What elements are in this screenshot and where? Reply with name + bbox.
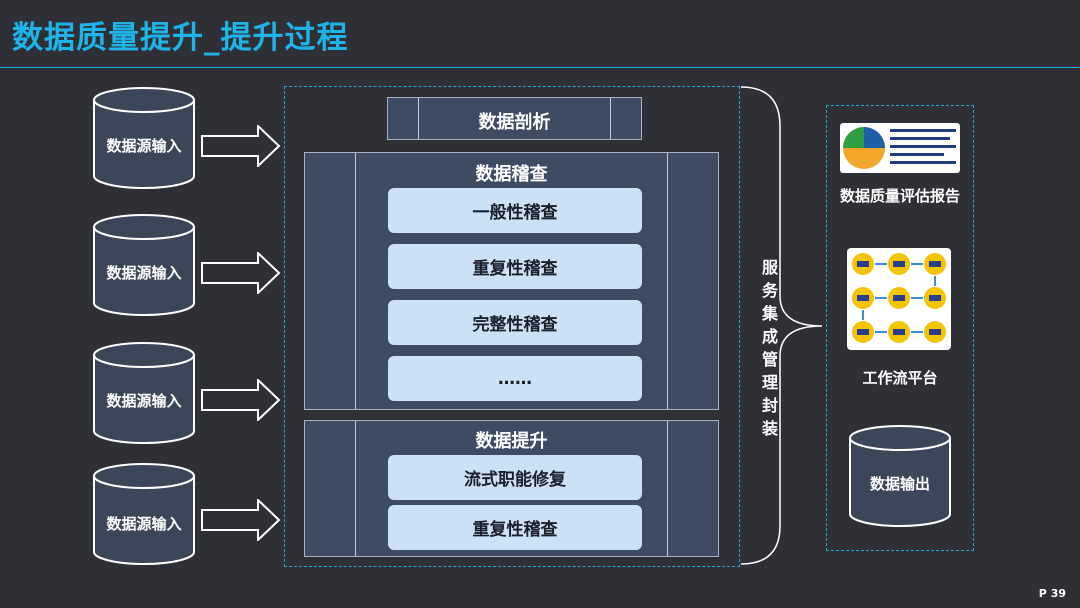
database-icon <box>93 463 195 565</box>
data-source-label: 数据源输入 <box>106 264 182 282</box>
panel-divider-right <box>667 153 718 409</box>
data-source-cylinder-2: 数据源输入 <box>92 213 196 317</box>
data-source-label: 数据源输入 <box>106 515 182 533</box>
panel-divider-left <box>388 98 419 139</box>
data-source-cylinder-3: 数据源输入 <box>92 341 196 445</box>
data-source-cylinder-1: 数据源输入 <box>92 86 196 190</box>
report-chart-icon <box>840 123 960 173</box>
data-output-cylinder: 数据输出 <box>848 424 952 528</box>
panel-divider-right <box>667 421 718 556</box>
database-icon <box>93 342 195 444</box>
data-source-label: 数据源输入 <box>106 137 182 155</box>
database-icon <box>93 87 195 189</box>
right-arrow-icon <box>201 125 281 167</box>
audit-panel: 数据稽查 一般性稽查 重复性稽查 完整性稽查 …… <box>304 152 719 410</box>
improve-item: 重复性稽查 <box>388 505 642 550</box>
database-icon <box>93 214 195 316</box>
audit-title: 数据稽查 <box>475 164 548 185</box>
workflow-icon <box>847 248 951 350</box>
improve-item: 流式职能修复 <box>388 455 642 500</box>
right-arrow-icon <box>201 379 281 421</box>
audit-item: …… <box>388 356 642 401</box>
improve-panel: 数据提升 流式职能修复 重复性稽查 <box>304 420 719 557</box>
panel-divider-right <box>610 98 641 139</box>
page-title: 数据质量提升_提升过程 <box>12 20 349 56</box>
improve-title: 数据提升 <box>475 431 548 452</box>
profiling-panel: 数据剖析 <box>387 97 642 140</box>
page-number: P 39 <box>1038 587 1066 600</box>
report-label: 数据质量评估报告 <box>839 187 960 205</box>
panel-divider-left <box>305 153 356 409</box>
audit-item: 完整性稽查 <box>388 300 642 345</box>
integration-label: 服务集成管理封装 <box>761 258 778 438</box>
title-divider <box>0 67 1080 68</box>
right-arrow-icon <box>201 252 281 294</box>
audit-item: 一般性稽查 <box>388 188 642 233</box>
panel-divider-left <box>305 421 356 556</box>
audit-item: 重复性稽查 <box>388 244 642 289</box>
process-container <box>284 86 740 567</box>
workflow-label: 工作流平台 <box>862 369 938 387</box>
data-output-label: 数据输出 <box>869 475 930 493</box>
right-brace-icon <box>740 86 823 565</box>
output-container <box>826 105 974 551</box>
database-icon <box>849 425 951 527</box>
data-source-cylinder-4: 数据源输入 <box>92 462 196 566</box>
data-source-label: 数据源输入 <box>106 392 182 410</box>
right-arrow-icon <box>201 499 281 541</box>
profiling-label: 数据剖析 <box>478 112 551 133</box>
